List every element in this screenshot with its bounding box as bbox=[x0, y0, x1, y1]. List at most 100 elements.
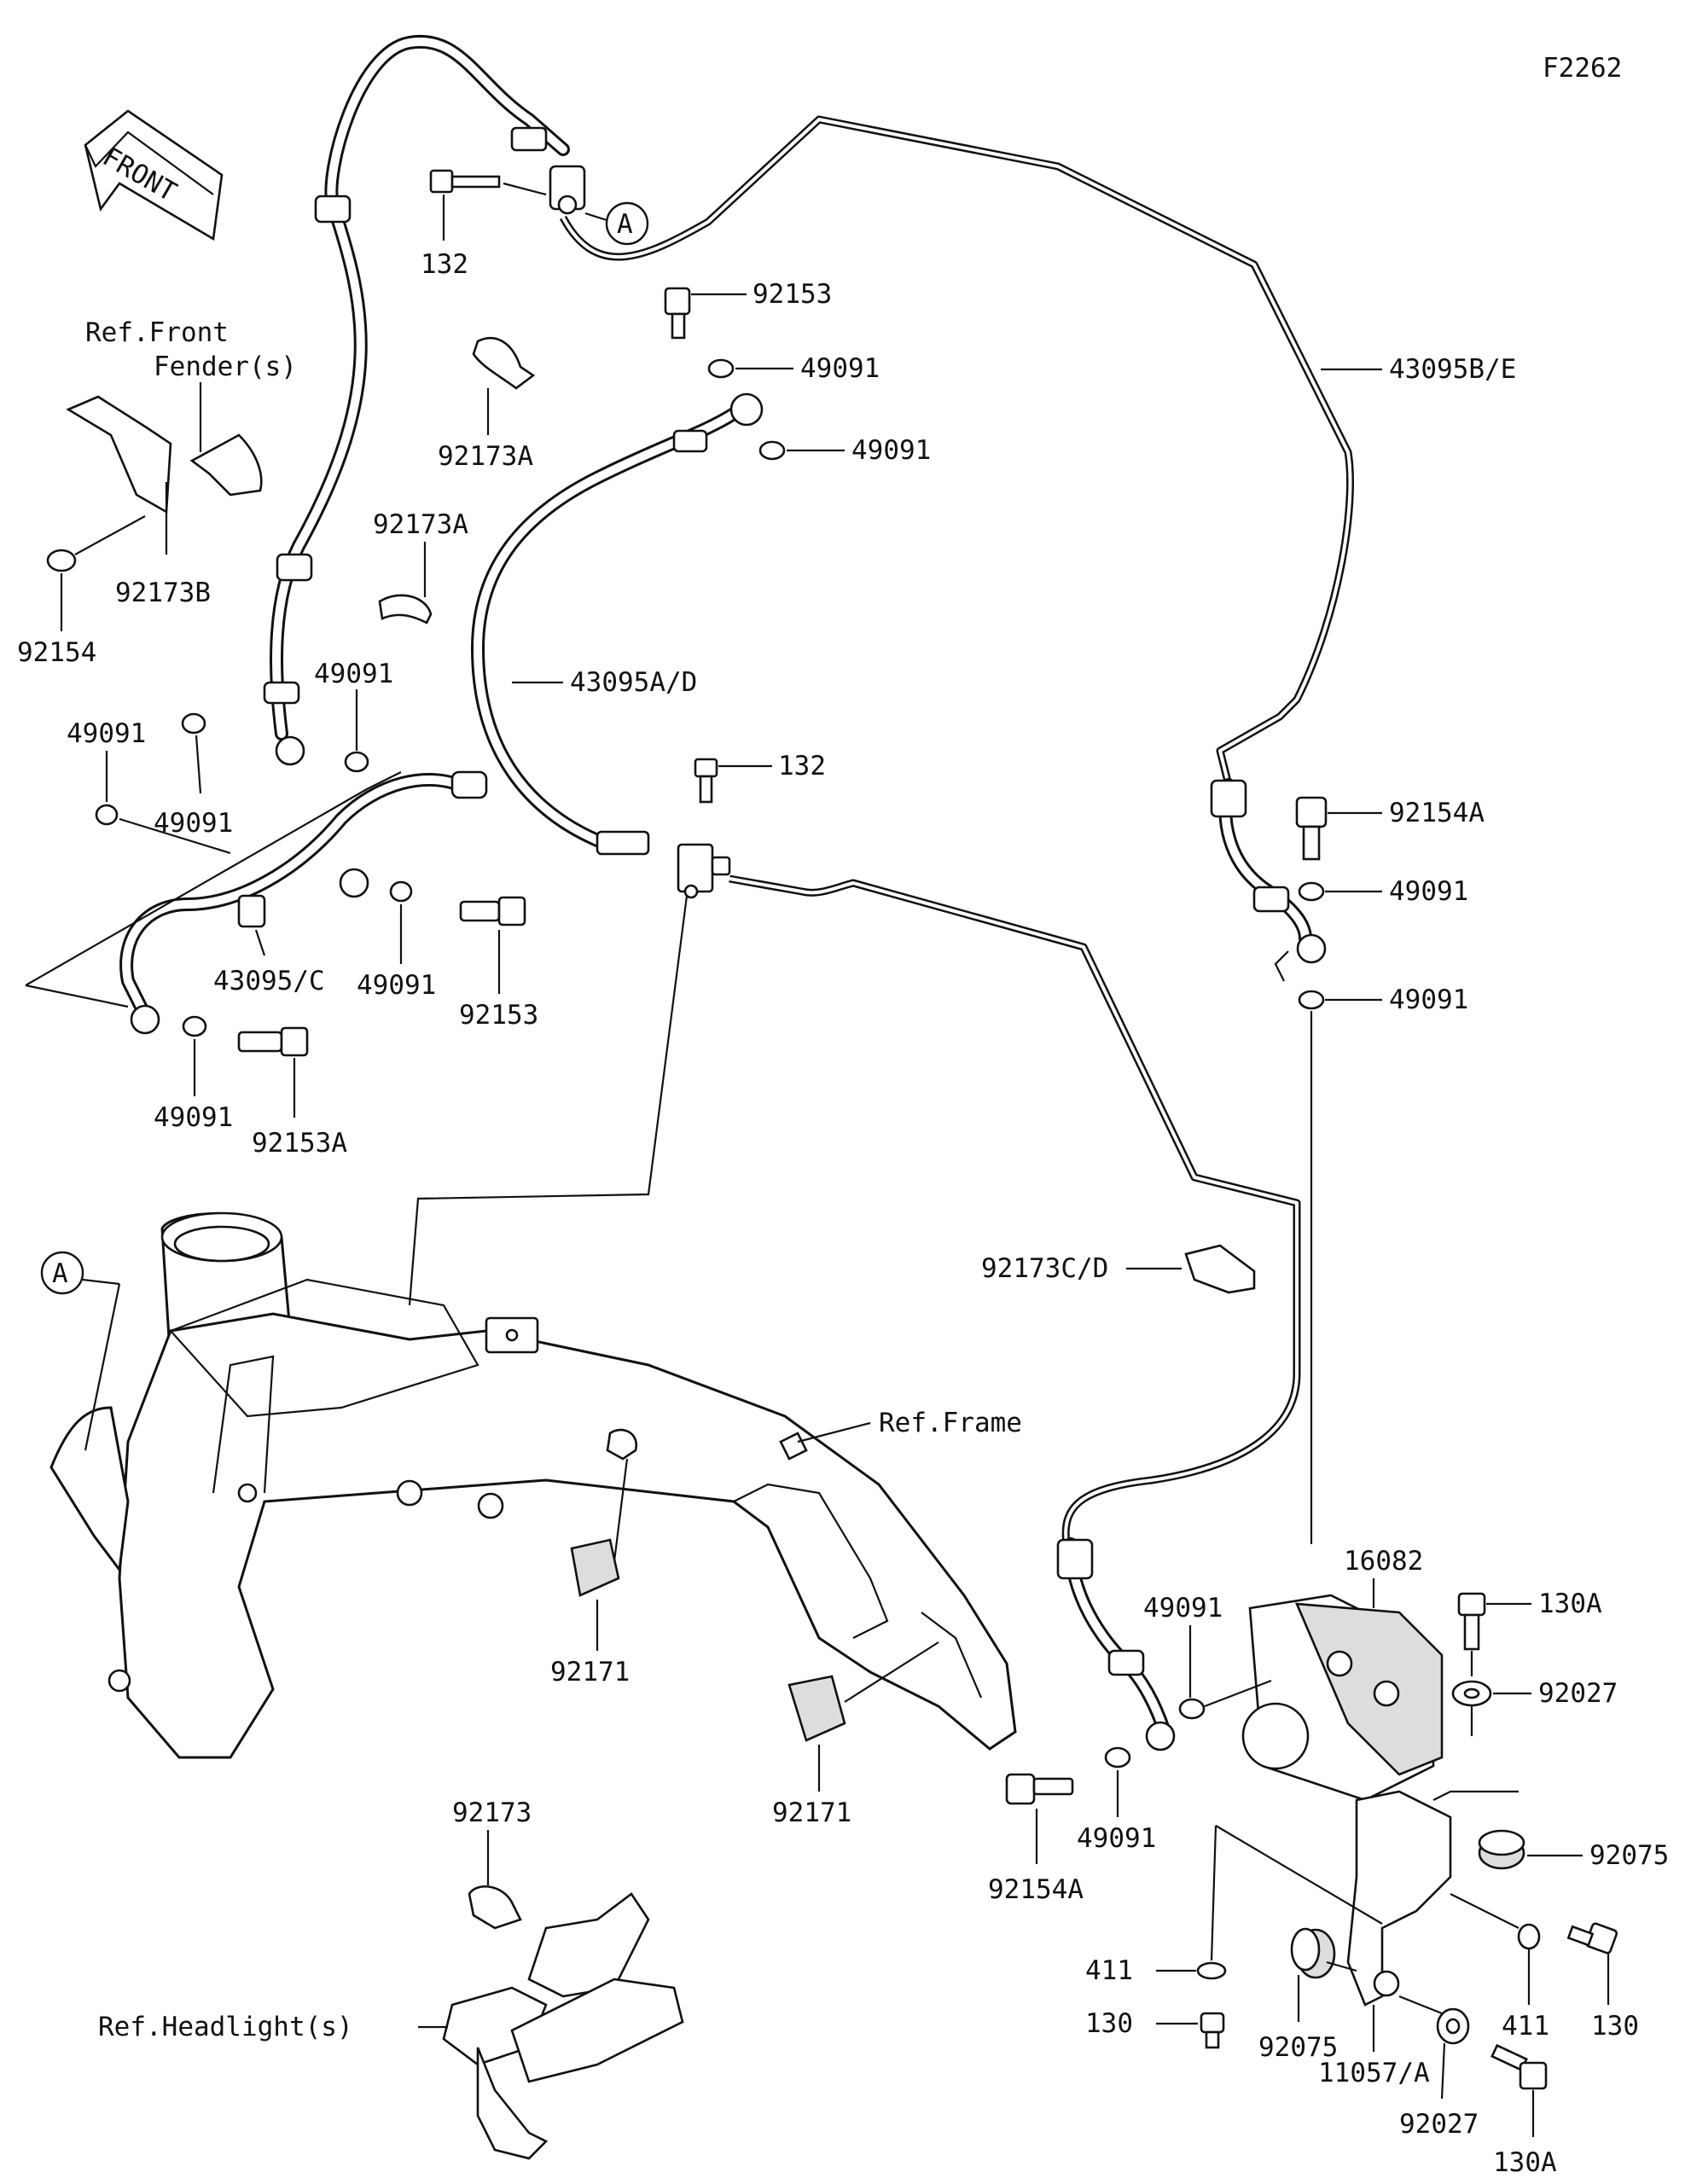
bolt-132-mid: 132 bbox=[694, 751, 826, 804]
label-92075-bot: 92075 bbox=[1258, 2032, 1338, 2063]
label-43095be: 43095B/E bbox=[1389, 354, 1516, 385]
bolt-92154a-top: 92154A bbox=[1295, 796, 1485, 861]
bolt-130a-top: 130A bbox=[1457, 1589, 1602, 1676]
label-92173b: 92173B bbox=[115, 578, 211, 608]
brake-hose-right-lower bbox=[1056, 1537, 1176, 1751]
svg-text:A: A bbox=[617, 209, 633, 240]
label-11057a: 11057/A bbox=[1318, 2058, 1430, 2088]
washer-49091-a: 49091 bbox=[707, 353, 880, 384]
label-92153-mid: 92153 bbox=[459, 1000, 538, 1031]
label-49091-j: 49091 bbox=[1143, 1593, 1223, 1623]
label-130a-bot: 130A bbox=[1493, 2147, 1557, 2178]
washer-49091-k: 49091 bbox=[1077, 1746, 1156, 1854]
label-92154a-top: 92154A bbox=[1389, 798, 1485, 828]
callout-a-upper: A bbox=[584, 201, 649, 246]
label-92173cd: 92173C/D bbox=[981, 1253, 1108, 1284]
clamp-to-frame-leader bbox=[408, 895, 689, 1306]
label-43095ad: 43095A/D bbox=[570, 667, 697, 698]
label-49091-f: 49091 bbox=[1389, 876, 1468, 907]
collar-92027-top: 92027 bbox=[1451, 1678, 1618, 1736]
label-92173a-2: 92173A bbox=[373, 509, 468, 540]
bolt-132-top: 132 bbox=[421, 169, 547, 280]
label-411-right: 411 bbox=[1502, 2011, 1549, 2042]
label-92154: 92154 bbox=[17, 637, 96, 668]
washer-49091-j: 49091 bbox=[1143, 1593, 1272, 1720]
label-49091-k: 49091 bbox=[1077, 1823, 1156, 1854]
washer-411-left: 411 bbox=[1085, 1825, 1227, 1986]
grommet-92075-right: 92075 bbox=[1432, 1790, 1669, 1871]
bolt-130-left: 130 bbox=[1085, 2008, 1225, 2049]
rubber-92171-b: 92171 bbox=[772, 1641, 939, 1828]
label-49091-d: 49091 bbox=[67, 718, 146, 749]
washer-49091-i: 49091 bbox=[154, 1015, 233, 1133]
label-92153a: 92153A bbox=[252, 1128, 347, 1159]
washer-49091-c: 49091 bbox=[154, 712, 233, 839]
grommet-92075-bot: 92075 bbox=[1258, 1927, 1357, 2063]
label-ref-headlight: Ref.Headlight(s) bbox=[98, 2012, 353, 2042]
collar-92027-bot: 92027 bbox=[1398, 1995, 1479, 2140]
label-92154a-bot: 92154A bbox=[988, 1874, 1084, 1905]
bolt-130-right: 130 bbox=[1566, 1922, 1639, 2042]
label-92075-right: 92075 bbox=[1589, 1840, 1669, 1871]
front-fender-bracket: Ref.Front Fender(s) 92173B bbox=[66, 317, 297, 608]
brake-hose-43095ad: 43095A/D bbox=[471, 392, 764, 856]
figure-id: F2262 bbox=[1543, 53, 1622, 84]
abs-unit-16082: 16082 bbox=[1241, 1546, 1444, 1802]
label-43095c: 43095/C bbox=[213, 966, 325, 996]
label-132-mid: 132 bbox=[778, 751, 826, 781]
front-arrow-icon: FRONT bbox=[84, 109, 224, 241]
washer-49091-f: 49091 bbox=[1298, 876, 1468, 907]
frame: Ref.Frame bbox=[49, 1211, 1022, 1759]
bolt-92154a-bot: 92154A bbox=[988, 1773, 1084, 1905]
label-92027-top: 92027 bbox=[1538, 1678, 1618, 1709]
clamp-92173cd: 92173C/D bbox=[981, 1244, 1256, 1294]
label-132-top: 132 bbox=[421, 249, 468, 280]
clamp-92173a-2: 92173A bbox=[373, 509, 468, 624]
brake-hose-right-upper bbox=[1210, 778, 1327, 982]
label-49091-b: 49091 bbox=[851, 435, 931, 466]
brake-hose-43095c: 43095/C bbox=[25, 770, 488, 1035]
banjo-fitting-mid: 49091 bbox=[339, 868, 436, 1001]
label-92027-bot: 92027 bbox=[1399, 2109, 1479, 2140]
bolt-92153-top: 92153 bbox=[664, 279, 832, 340]
label-92171-a: 92171 bbox=[550, 1657, 630, 1687]
bolt-130a-bot: 130A bbox=[1491, 2043, 1557, 2178]
label-49091-h: 49091 bbox=[357, 970, 436, 1001]
ref-front-label-1: Ref.Front bbox=[85, 317, 229, 348]
callout-a-lower: A bbox=[40, 1251, 121, 1451]
label-49091-e: 49091 bbox=[314, 659, 393, 689]
label-130-right: 130 bbox=[1591, 2011, 1639, 2042]
bracket-11057a: 11057/A bbox=[1215, 1790, 1452, 2088]
label-49091-g: 49091 bbox=[1389, 985, 1468, 1015]
ref-front-label-2: Fender(s) bbox=[154, 351, 297, 382]
label-49091-a: 49091 bbox=[800, 353, 880, 384]
clamp-92173a-1: 92173A bbox=[438, 336, 536, 472]
label-16082: 16082 bbox=[1344, 1546, 1423, 1577]
washer-49091-d: 49091 bbox=[67, 718, 231, 855]
pipe-clamp-joint bbox=[677, 843, 731, 899]
svg-text:A: A bbox=[52, 1258, 68, 1289]
label-ref-frame: Ref.Frame bbox=[879, 1408, 1022, 1438]
washer-49091-g: 49091 bbox=[1298, 985, 1468, 1544]
bolt-92153-mid: 92153 bbox=[459, 896, 538, 1031]
label-411-left: 411 bbox=[1085, 1955, 1133, 1986]
brake-pipe-43095be bbox=[560, 115, 1354, 787]
label-92171-b: 92171 bbox=[772, 1798, 851, 1828]
washer-49091-b: 49091 bbox=[758, 435, 931, 466]
label-92173a-1: 92173A bbox=[438, 441, 533, 472]
brake-pipe-lower bbox=[729, 874, 1301, 1545]
bolt-92153a: 92153A bbox=[237, 1026, 347, 1159]
label-130a-top: 130A bbox=[1538, 1589, 1602, 1619]
screw-92154: 92154 bbox=[17, 515, 146, 668]
pipe-joint-a bbox=[510, 126, 586, 215]
headlight-bracket: 92173 Ref.Headlight(s) bbox=[98, 1798, 684, 2160]
rubber-92171-a: 92171 bbox=[550, 1538, 630, 1687]
washer-411-right: 411 bbox=[1450, 1893, 1549, 2042]
label-92173: 92173 bbox=[452, 1798, 532, 1828]
label-92153-top: 92153 bbox=[753, 279, 832, 310]
label-130-left: 130 bbox=[1085, 2008, 1133, 2039]
label-group-43095be: 43095B/E bbox=[1321, 354, 1516, 385]
label-49091-i: 49091 bbox=[154, 1102, 233, 1133]
washer-49091-e: 49091 bbox=[275, 659, 393, 773]
